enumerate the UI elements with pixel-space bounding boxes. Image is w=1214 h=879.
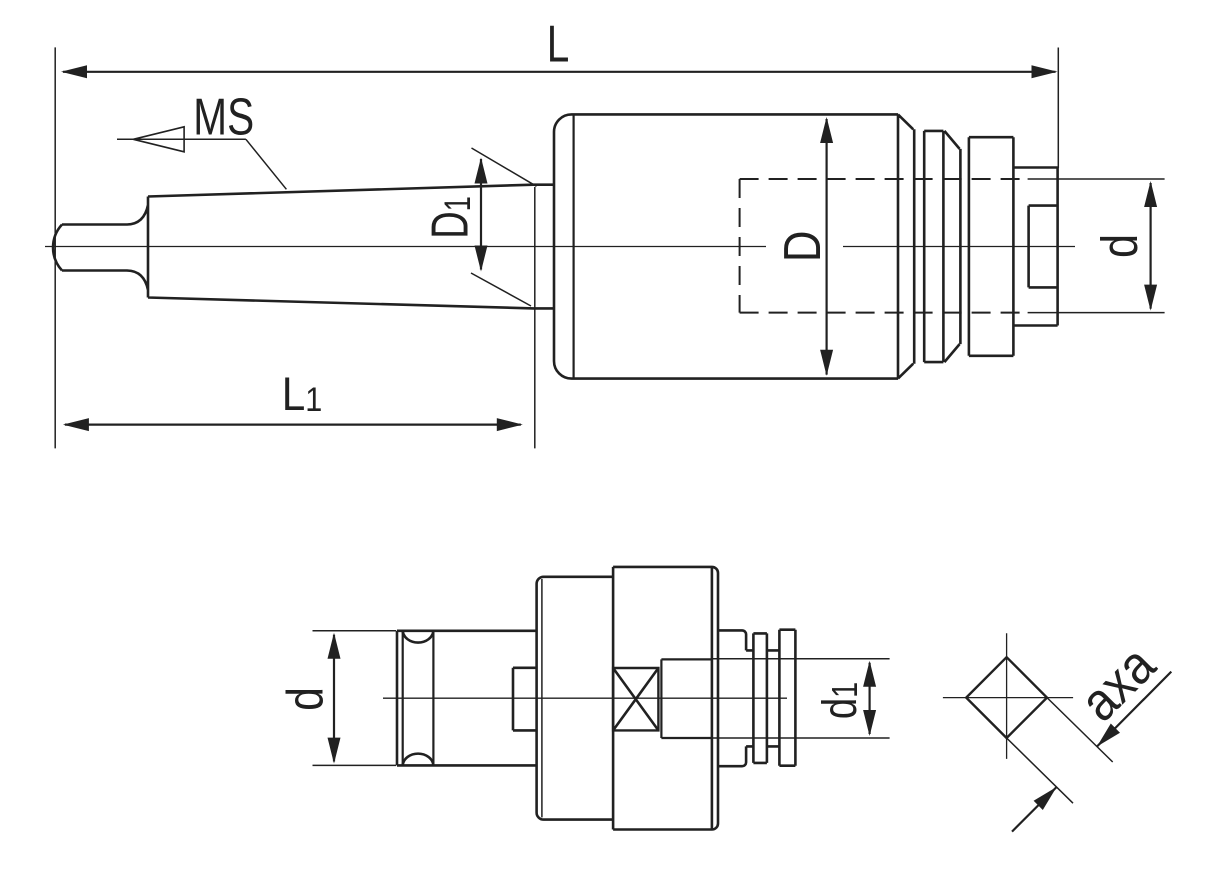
svg-text:D: D <box>775 231 832 263</box>
svg-text:d: d <box>277 687 334 711</box>
svg-text:d: d <box>1092 234 1149 258</box>
svg-text:L1: L1 <box>282 369 323 421</box>
svg-text:d1: d1 <box>814 682 867 719</box>
svg-text:axa: axa <box>1068 634 1167 733</box>
svg-text:MS: MS <box>193 88 254 146</box>
svg-text:D1: D1 <box>421 196 479 238</box>
svg-text:L: L <box>547 15 570 73</box>
